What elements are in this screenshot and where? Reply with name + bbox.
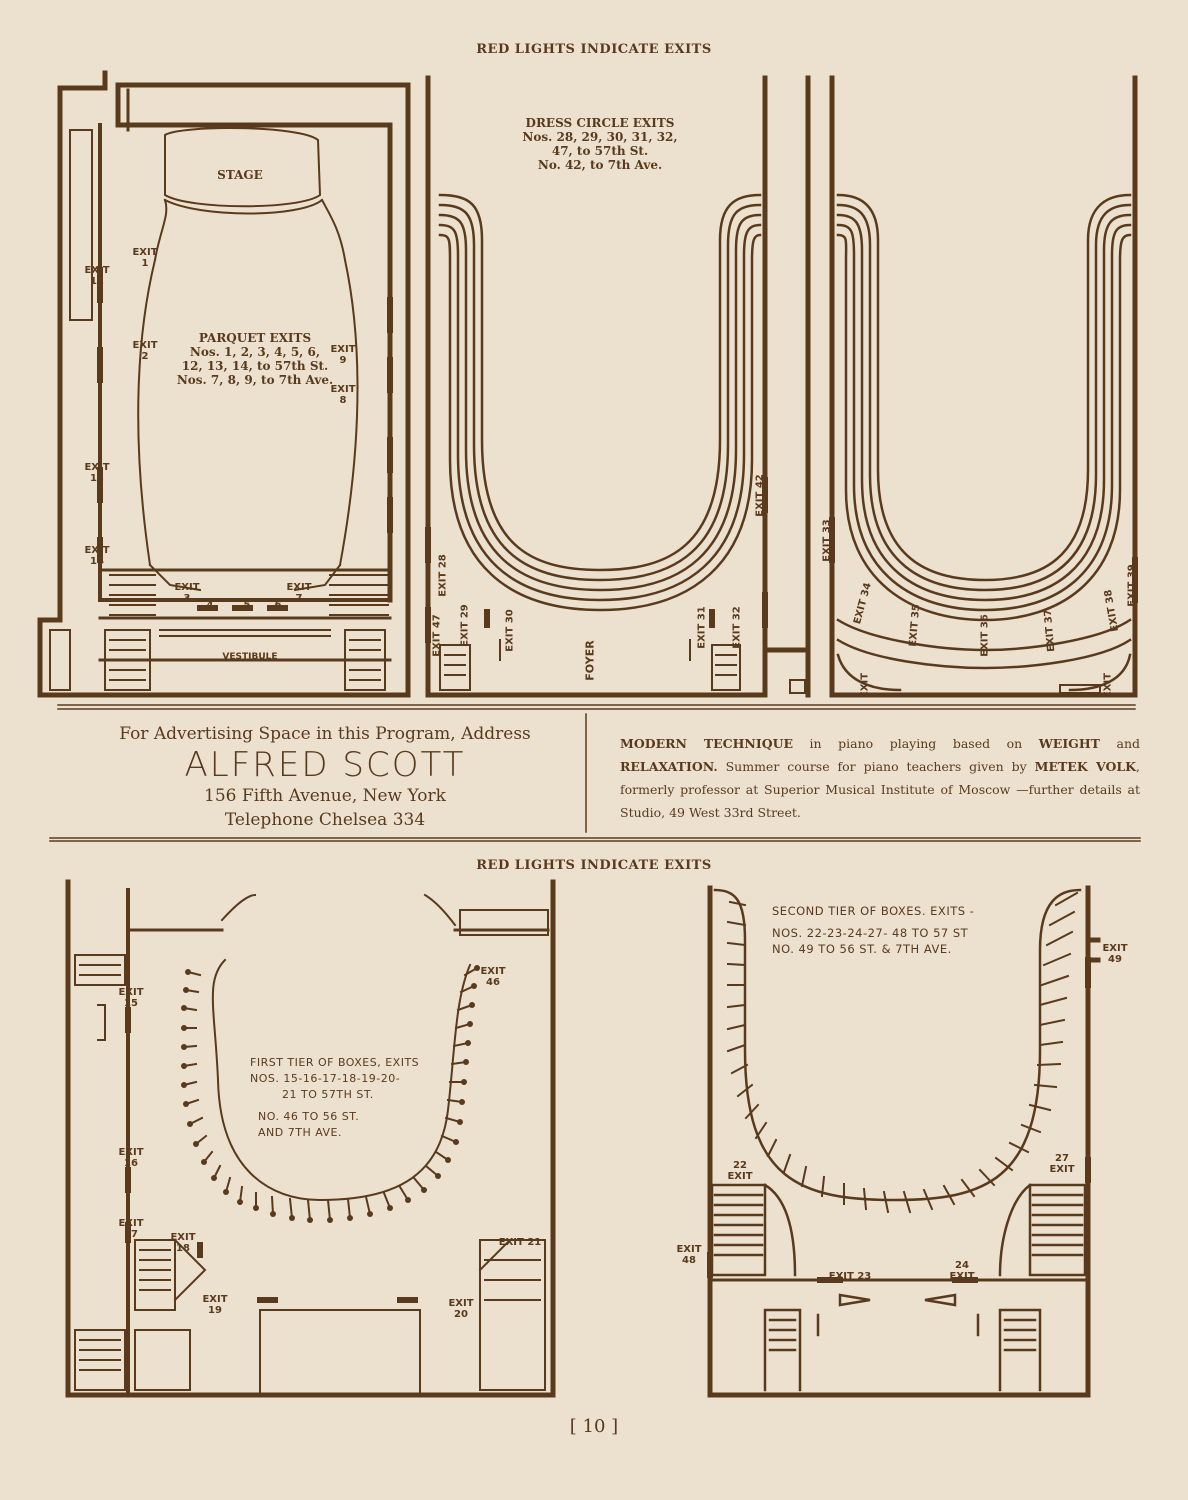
- exit-31-label: EXIT 31: [696, 606, 708, 649]
- parquet-walls-thin: [49, 127, 389, 691]
- balcony-details: [789, 679, 1101, 694]
- first-tier-plan: [65, 879, 556, 1398]
- piano-ad-bold-1: MODERN TECHNIQUE: [620, 736, 794, 751]
- exit-20-label: EXIT 20: [448, 1298, 474, 1320]
- ex-4-label: 4: [206, 600, 214, 611]
- first-tier-line-4: NO. 46 TO 56 ST.: [258, 1110, 360, 1123]
- exit-21-label: EXIT 21: [498, 1237, 542, 1248]
- balcony-tiers: [836, 193, 1132, 692]
- advertising-block: For Advertising Space in this Program, A…: [90, 722, 560, 832]
- exit-7-label: EXIT 7: [286, 582, 312, 604]
- parquet-exits-line-2: 12, 13, 14, to 57th St.: [181, 359, 329, 373]
- exit-22-label: 22 EXIT: [727, 1160, 753, 1182]
- parquet-exits-block: PARQUET EXITS Nos. 1, 2, 3, 4, 5, 6, 12,…: [150, 331, 360, 387]
- piano-ad: MODERN TECHNIQUE in piano playing based …: [620, 732, 1140, 824]
- dress-circle-tiers: [438, 193, 762, 612]
- balcony-exit-doors: [829, 517, 1138, 603]
- exit-18-label: EXIT 18: [170, 1232, 196, 1254]
- exit-33-label: EXIT 33: [821, 519, 833, 562]
- exit-13-label: EXIT 13: [84, 462, 110, 484]
- exit-12-label: EXIT 12: [84, 265, 110, 287]
- second-tier-block: SECOND TIER OF BOXES. EXITS - NOS. 22-23…: [772, 903, 1042, 957]
- second-tier-box-partitions: [726, 891, 1079, 1214]
- first-tier-exit-doors: [125, 1007, 418, 1303]
- dress-circle-details: [439, 639, 741, 691]
- exit-46-label: EXIT 46: [480, 966, 506, 988]
- piano-ad-bold-3: RELAXATION.: [620, 759, 718, 774]
- exit-30-label: EXIT 30: [504, 609, 516, 652]
- second-tier-line-1: SECOND TIER OF BOXES. EXITS -: [772, 904, 975, 918]
- dress-circle-line-1: Nos. 28, 29, 30, 31, 32,: [522, 130, 678, 144]
- exit-19-label: EXIT 19: [202, 1294, 228, 1316]
- parquet-exit-doors: [97, 267, 393, 611]
- parquet-exits-line-1: Nos. 1, 2, 3, 4, 5, 6,: [189, 345, 321, 359]
- exit-15-label: EXIT 15: [118, 987, 144, 1009]
- first-tier-details: [74, 893, 549, 1396]
- exit-1-label: EXIT 1: [132, 247, 158, 269]
- dress-circle-exits-block: DRESS CIRCLE EXITS Nos. 28, 29, 30, 31, …: [495, 116, 705, 172]
- stage-label: STAGE: [217, 168, 263, 182]
- first-tier-lamps: [181, 965, 480, 1223]
- exit-8-label: EXIT 8: [330, 384, 356, 406]
- separator-lines: [49, 704, 1141, 842]
- dress-circle-title: DRESS CIRCLE EXITS: [525, 116, 675, 130]
- foyer-label: FOYER: [583, 640, 597, 681]
- exit-48-label: EXIT 48: [676, 1244, 702, 1266]
- exit-29-label: EXIT 29: [459, 604, 471, 647]
- exit-36-label: EXIT 36: [979, 614, 991, 657]
- exit-16-label: EXIT 16: [118, 1147, 144, 1169]
- exit-28-label: EXIT 28: [437, 554, 449, 597]
- piano-ad-text-3: Summer course for piano teachers given b…: [717, 759, 1035, 774]
- page-number: [ 10 ]: [569, 1416, 619, 1437]
- header-mid: RED LIGHTS INDICATE EXITS: [476, 858, 712, 873]
- exit-23-label: EXIT 23: [828, 1271, 872, 1282]
- exit-32-label: EXIT 32: [731, 606, 743, 649]
- exit-unnumbered-right-label: EXIT: [1102, 672, 1114, 699]
- exit-3-label: EXIT 3: [174, 582, 200, 604]
- exit-9-label: EXIT 9: [330, 344, 356, 366]
- advertiser-address: 156 Fifth Avenue, New York: [204, 786, 446, 806]
- first-tier-line-1: FIRST TIER OF BOXES, EXITS: [250, 1056, 420, 1069]
- advertiser-phone: Telephone Chelsea 334: [224, 810, 426, 830]
- piano-ad-bold-2: WEIGHT: [1038, 736, 1100, 751]
- ex-6-label: 6: [274, 600, 282, 611]
- second-tier-plan: [707, 885, 1101, 1398]
- exit-14-label: EXIT 14: [84, 545, 110, 567]
- exit-39-label: EXIT 39: [1126, 564, 1138, 607]
- second-tier-details: [710, 888, 1087, 1392]
- dress-circle-plan: [425, 75, 768, 698]
- dress-circle-line-3: No. 42, to 7th Ave.: [537, 158, 663, 172]
- first-tier-box-partitions: [182, 966, 479, 1222]
- exit-unnumbered-left-label: EXIT: [859, 672, 871, 699]
- piano-ad-bold-4: METEK VOLK: [1034, 759, 1137, 774]
- exit-24-label: 24 EXIT: [949, 1260, 975, 1282]
- second-tier-exit-doors: [707, 957, 1091, 1283]
- second-tier-line-3: NO. 49 TO 56 ST. & 7TH AVE.: [772, 942, 952, 956]
- second-tier-line-2: NOS. 22-23-24-27- 48 TO 57 ST: [772, 926, 969, 940]
- dress-circle-line-2: 47, to 57th St.: [551, 144, 649, 158]
- piano-ad-text-1: in piano playing based on: [793, 736, 1039, 751]
- exit-42-label: EXIT 42: [754, 474, 766, 517]
- first-tier-line-3: 21 TO 57TH ST.: [282, 1088, 374, 1101]
- first-tier-block: FIRST TIER OF BOXES, EXITS NOS. 15-16-17…: [250, 1055, 450, 1141]
- parquet-exits-title: PARQUET EXITS: [198, 331, 312, 345]
- advertiser-name: ALFRED SCOTT: [184, 745, 466, 785]
- exit-27-label: 27 EXIT: [1049, 1153, 1075, 1175]
- parquet-exits-line-3: Nos. 7, 8, 9, to 7th Ave.: [176, 373, 334, 387]
- first-tier-line-2: NOS. 15-16-17-18-19-20-: [250, 1072, 401, 1085]
- balcony-plan: [767, 75, 1138, 698]
- piano-ad-text-2: and: [1099, 736, 1141, 751]
- exit-47-label: EXIT 47: [431, 614, 443, 657]
- ex-5-label: 5: [243, 600, 251, 611]
- exit-2-label: EXIT 2: [132, 340, 158, 362]
- vestibule-label: VESTIBULE: [222, 652, 278, 662]
- advertising-line: For Advertising Space in this Program, A…: [119, 724, 531, 744]
- exit-49-label: EXIT 49: [1102, 943, 1128, 965]
- first-tier-line-5: AND 7TH AVE.: [258, 1126, 342, 1139]
- exit-17-label: EXIT 17: [118, 1218, 144, 1240]
- piano-ad-text-4: , formerly professor at Superior Musical…: [620, 759, 1140, 820]
- header-top: RED LIGHTS INDICATE EXITS: [476, 42, 712, 57]
- dress-circle-exit-doors: [425, 477, 768, 643]
